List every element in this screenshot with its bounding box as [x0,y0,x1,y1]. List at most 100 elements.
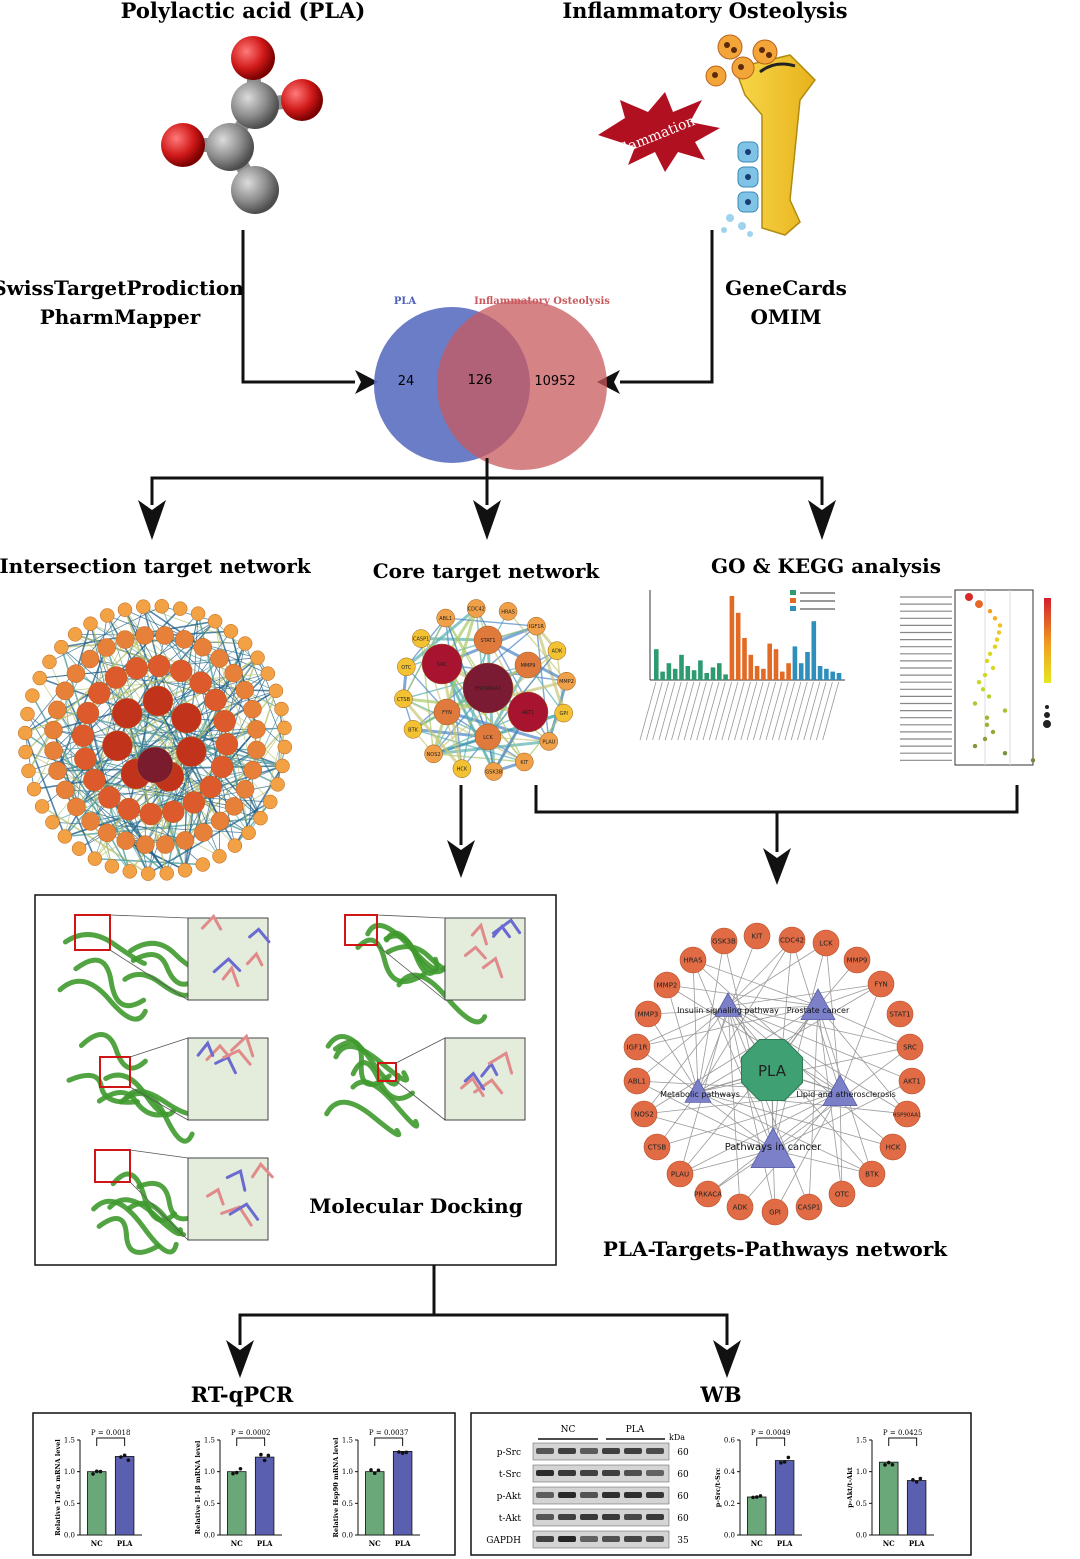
blot-band [580,1448,598,1454]
x-tick-label: PLA [257,1539,273,1548]
network-node [42,654,57,670]
network-node [176,736,207,767]
kegg-dot [1030,758,1036,763]
pathway-edge [727,939,793,1007]
network-node [147,654,171,678]
y-axis-label: Relative Hsp90 mRNA level [332,1437,340,1538]
kegg-dot [996,630,1002,635]
ligand-stick [214,1055,237,1075]
gene-node [630,1100,658,1128]
ligand-stick [221,964,240,988]
network-node [81,812,100,831]
gene-node [666,1160,694,1188]
venn-disease-circle [437,300,607,470]
network-node [44,741,63,760]
kegg-dot [987,651,993,656]
go-term-label [784,681,802,741]
kegg-dot [997,623,1003,628]
binding-site-box [377,1062,397,1082]
x-tick-label: NC [883,1539,895,1548]
go-term-label [771,681,789,741]
network-edge [184,727,286,841]
network-node [156,835,175,854]
network-edge [87,712,111,798]
network-node [135,626,154,645]
gene-node [795,1193,823,1221]
gene-node [710,927,738,955]
venn-right-label: Inflammatory Osteolysis [474,296,610,307]
network-node [270,777,285,792]
network-node [20,706,35,722]
go-bar [767,643,772,680]
blot-band [536,1514,554,1520]
network-node [71,841,87,856]
network-edge [94,779,235,807]
kegg-dot [975,600,983,609]
network-node [125,657,148,680]
gene-node [867,970,895,998]
gene-node [653,971,681,999]
network-node [83,616,98,631]
network-node [243,760,262,780]
network-node [55,780,75,800]
blot-row-label: t-Src [499,1470,521,1480]
core-gene-node [507,691,549,733]
network-node [177,863,193,878]
gene-label: ABL1 [628,1078,646,1086]
rtqpcr-title: RT-qPCR [191,1382,294,1407]
blot-strip [532,1530,670,1549]
network-node [116,831,135,850]
protein-ribbon [57,978,148,1022]
blot-band [602,1470,620,1476]
gene-label: FYN [874,981,888,989]
data-point [404,1450,409,1455]
ligand-stick [460,1076,485,1098]
ligand-stick [463,945,487,960]
pathway-label: Metabolic pathways [660,1090,740,1099]
y-tick-label: 1.0 [342,1468,353,1476]
network-node [140,866,156,881]
gene-node [726,1193,754,1221]
network-node [139,802,163,826]
kegg-dot [994,637,1000,642]
go-term-label [803,681,821,741]
pathway-edge [723,940,774,1151]
pathway-edge [697,1091,873,1175]
p-value-label: P = 0.0002 [231,1429,271,1437]
gene-node [886,1000,914,1028]
network-node [235,680,255,700]
protein-ribbon [73,957,147,1009]
network-node [275,758,290,774]
ligand-stick [230,1033,255,1058]
pathway-node [714,992,742,1017]
network-edge [234,801,271,847]
x-tick-label: NC [751,1539,763,1548]
kegg-dot [992,644,998,649]
left-source-1: SwissTargetProdiction [0,276,244,300]
core-gene-label: CASP1 [413,637,429,643]
network-node [223,624,239,639]
network-node [136,835,155,854]
data-bar [227,1471,247,1536]
network-node [55,681,75,701]
network-edge [90,821,131,872]
kegg-dot [976,680,982,685]
gene-node [761,1198,789,1226]
left-source-2: PharmMapper [40,305,201,329]
go-term-label [652,681,669,741]
go-term-label [822,681,840,741]
blot-kda-value: 60 [677,1514,689,1524]
data-point [400,1451,405,1455]
pathway-edge [727,1005,810,1208]
go-bar [735,612,741,680]
y-tick-label: 0.0 [342,1532,353,1540]
blot-band [646,1448,664,1454]
go-bar [811,621,817,680]
blot-row-label: p-Akt [497,1492,522,1502]
core-gene-node [474,723,502,751]
core-gene-label: LCK [483,735,493,741]
core-gene-label: MMP2 [559,679,574,685]
kda-label: kDa [669,1433,685,1442]
